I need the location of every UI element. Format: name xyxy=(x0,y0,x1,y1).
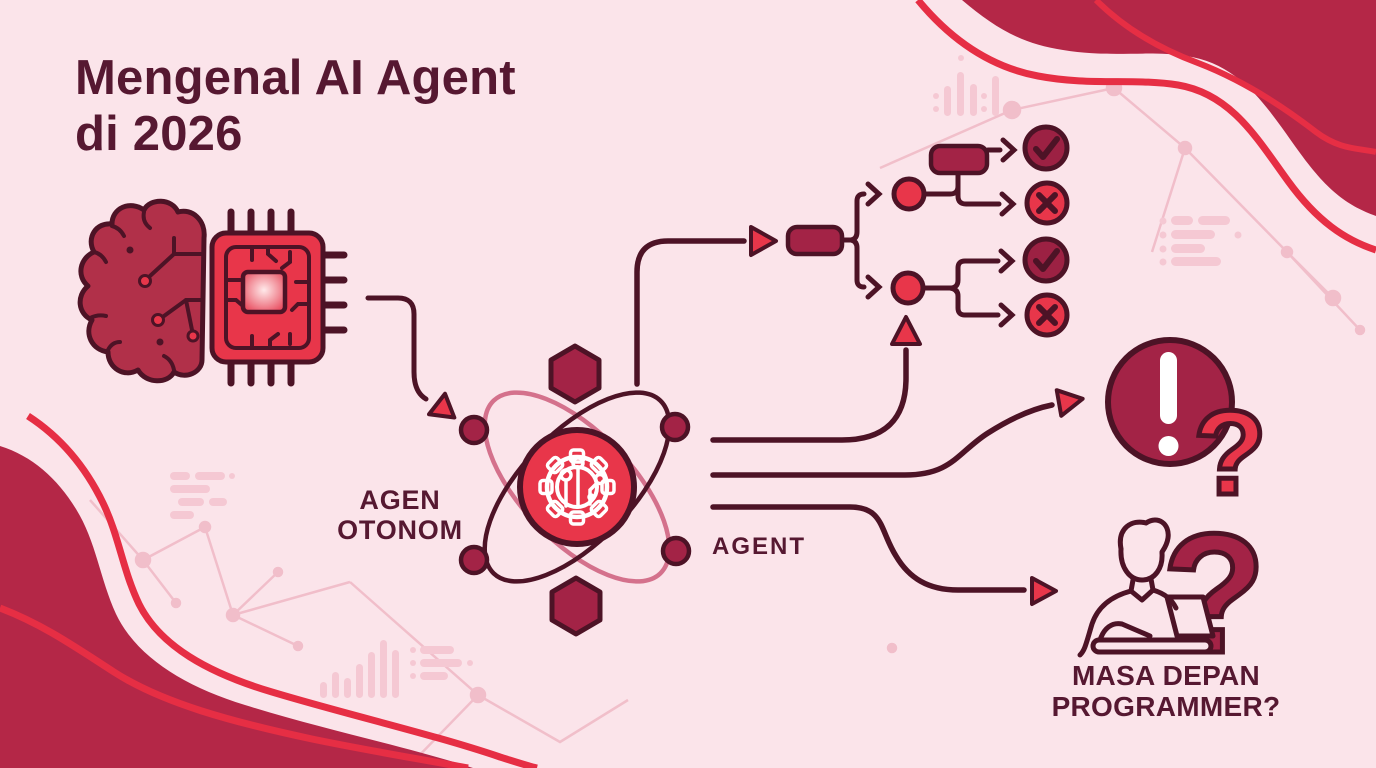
chip-core xyxy=(240,269,288,315)
person-head xyxy=(1118,546,1165,583)
cross-icon-2 xyxy=(1024,292,1070,338)
cross-icon-1 xyxy=(1024,180,1070,226)
brain-folds xyxy=(88,210,204,372)
chip-pins xyxy=(227,208,348,387)
bar-chart-decor-bottom xyxy=(320,640,399,698)
label-autonomous-agent: AGEN OTONOM xyxy=(318,485,482,545)
gear-circuit xyxy=(559,456,607,509)
tree-decision-circle-top xyxy=(891,176,927,212)
arrowhead-warning xyxy=(1054,388,1085,418)
label-programmer: PROGRAMMER? xyxy=(1051,691,1281,723)
arrow-brain-to-atom xyxy=(365,295,457,420)
tree-branch-node xyxy=(928,143,990,176)
tree-root-node xyxy=(785,224,845,257)
corner-wave-top-right xyxy=(915,0,1376,254)
red-arrowheads xyxy=(749,225,1085,606)
warning-icon xyxy=(1105,337,1235,467)
line-atom-to-programmer xyxy=(710,504,1027,593)
chip-traces xyxy=(224,245,311,350)
line-atom-to-warning xyxy=(710,402,1055,478)
list-decor-bottom-center xyxy=(410,646,473,680)
person-forearm xyxy=(1097,621,1153,643)
tree-connectors xyxy=(839,137,1018,328)
laptop-base xyxy=(1090,637,1214,655)
check-icon-1 xyxy=(1022,124,1070,172)
network-decor-top-right xyxy=(879,79,1366,336)
line-atom-to-tree-root xyxy=(634,238,747,387)
wave-blob-top-right xyxy=(962,0,1376,216)
wave-blob-bottom-left xyxy=(0,446,473,768)
label-otonom: OTONOM xyxy=(337,514,463,545)
person-right-shoulder xyxy=(1150,587,1179,611)
wave-line-outer-top-right xyxy=(915,0,1376,254)
label-agen: AGEN xyxy=(359,485,441,515)
orbit-nodes xyxy=(458,411,692,576)
brain-chip-icon xyxy=(77,198,348,387)
question-mark-icon: ? xyxy=(1193,386,1266,520)
arrowhead-tree-root xyxy=(749,225,778,257)
gear-icon xyxy=(538,448,616,526)
decision-tree-diagram xyxy=(785,124,1070,338)
list-decor-left xyxy=(170,472,235,519)
programmer-laptop-icon: ? xyxy=(1077,497,1268,692)
label-agent: AGENT xyxy=(712,533,806,560)
label-future-programmer: MASA DEPAN PROGRAMMER? xyxy=(1038,660,1294,723)
autonomous-agent-atom-icon xyxy=(458,343,692,637)
arrowhead-programmer xyxy=(1030,576,1058,606)
exclamation-bar xyxy=(1160,352,1177,424)
page-title: Mengenal AI Agent di 2026 xyxy=(75,50,516,163)
hexagon-top xyxy=(548,343,602,405)
tree-decision-circle-bottom xyxy=(890,270,926,306)
person-collar xyxy=(1128,576,1156,603)
exclamation-dot xyxy=(1158,436,1179,456)
hexagon-bottom xyxy=(549,575,603,637)
brain-circuit-nodes xyxy=(126,246,200,346)
wave-line-outer-bottom-left xyxy=(26,413,538,768)
arrowhead-tree-bottom xyxy=(890,315,922,346)
background-decor xyxy=(89,55,1366,766)
wave-line-inner-top-right xyxy=(1093,0,1376,155)
bar-chart-decor-top xyxy=(933,55,999,116)
line-atom-to-tree-bottom xyxy=(710,347,909,443)
title-line-2: di 2026 xyxy=(75,107,243,162)
arrowhead xyxy=(426,391,457,420)
brain-outline xyxy=(77,198,207,384)
title-line-1: Mengenal AI Agent xyxy=(75,51,516,105)
laptop-screen xyxy=(1164,594,1216,639)
wave-line-inner-bottom-left xyxy=(0,604,469,768)
person-at-laptop xyxy=(1077,517,1216,658)
person-hair xyxy=(1117,517,1171,555)
person-left-arm xyxy=(1077,588,1134,658)
list-decor-right xyxy=(1159,216,1242,266)
check-icon-2 xyxy=(1022,236,1070,284)
network-decor-bottom-left xyxy=(89,499,898,766)
corner-wave-bottom-left xyxy=(0,413,538,768)
agent-output-lines xyxy=(634,238,1055,593)
big-question-mark-icon: ? xyxy=(1162,499,1266,689)
label-masa-depan: MASA DEPAN xyxy=(1071,660,1261,691)
